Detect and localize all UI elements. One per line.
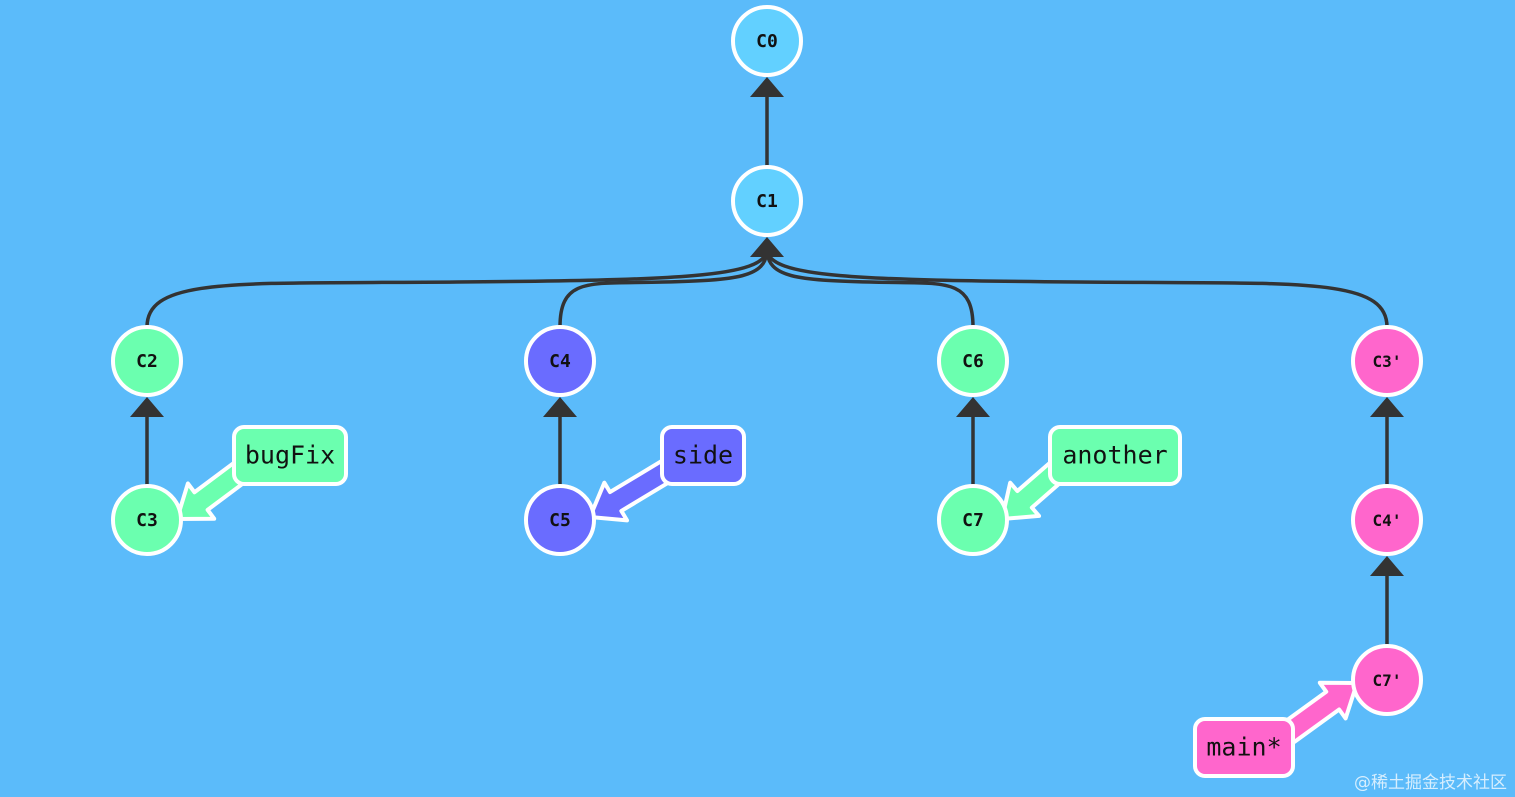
commit-label-C1: C1 [756,191,778,212]
arrowhead-C4 [543,397,577,417]
commit-circle-C6 [937,325,1009,397]
commit-label-C7p: C7' [1373,671,1402,690]
branch-bugFix[interactable]: bugFix [232,425,348,486]
edge-C3p-to-C1 [765,248,1389,328]
commit-circle-C7p [1351,644,1423,716]
commit-C4p[interactable]: C4' [1351,484,1423,556]
branch-labels-layer: bugFix side another main* [232,425,1295,778]
commit-C3p[interactable]: C3' [1351,325,1423,397]
commit-label-C4: C4 [549,351,571,372]
commit-label-C0: C0 [756,31,778,52]
commit-label-C2: C2 [136,351,158,372]
arrowhead-C4p [1370,556,1404,576]
commit-circle-C2 [111,325,183,397]
branch-side[interactable]: side [660,425,746,486]
commit-circle-C0 [731,5,803,77]
branch-box-another [1048,425,1182,486]
arrowhead-C0 [750,77,784,97]
branch-arrows-layer [175,458,1359,744]
commit-label-C6: C6 [962,351,984,372]
branch-main[interactable]: main* [1193,717,1295,778]
commit-circle-C4 [524,325,596,397]
commit-circle-C3 [111,484,183,556]
branch-box-side [660,425,746,486]
edges-layer [145,93,1389,646]
branch-label-another: another [1062,441,1167,470]
commit-C1[interactable]: C1 [731,165,803,237]
edge-C2-to-C1 [145,248,769,328]
branch-label-main: main* [1206,733,1281,762]
commit-C5[interactable]: C5 [524,484,596,556]
arrowhead-C6 [956,397,990,417]
branch-box-bugFix [232,425,348,486]
watermark: @稀土掘金技术社区 [1354,773,1507,793]
commit-circle-C4p [1351,484,1423,556]
commit-circle-C5 [524,484,596,556]
commit-circle-C7 [937,484,1009,556]
branch-label-bugFix: bugFix [245,441,335,470]
branch-box-main [1193,717,1295,778]
commit-C6[interactable]: C6 [937,325,1009,397]
branch-label-side: side [673,441,733,470]
arrowheads-layer [130,77,1404,576]
arrowhead-C3p [1370,397,1404,417]
commit-circle-C3p [1351,325,1423,397]
commit-C0[interactable]: C0 [731,5,803,77]
arrowhead-C1 [750,237,784,257]
commit-C4[interactable]: C4 [524,325,596,397]
edge-C6-to-C1 [765,248,975,328]
commit-C7p[interactable]: C7' [1351,644,1423,716]
branch-another[interactable]: another [1048,425,1182,486]
commit-circle-C1 [731,165,803,237]
commit-C3[interactable]: C3 [111,484,183,556]
edge-C4-to-C1 [558,248,769,328]
branch-arrow-side [588,458,676,523]
commit-C2[interactable]: C2 [111,325,183,397]
commit-label-C7: C7 [962,510,984,531]
commit-label-C3: C3 [136,510,158,531]
commit-label-C3p: C3' [1373,352,1402,371]
arrowhead-C2 [130,397,164,417]
commit-label-C5: C5 [549,510,571,531]
commit-label-C4p: C4' [1373,511,1402,530]
branch-arrow-bugFix [175,461,249,521]
commit-C7[interactable]: C7 [937,484,1009,556]
